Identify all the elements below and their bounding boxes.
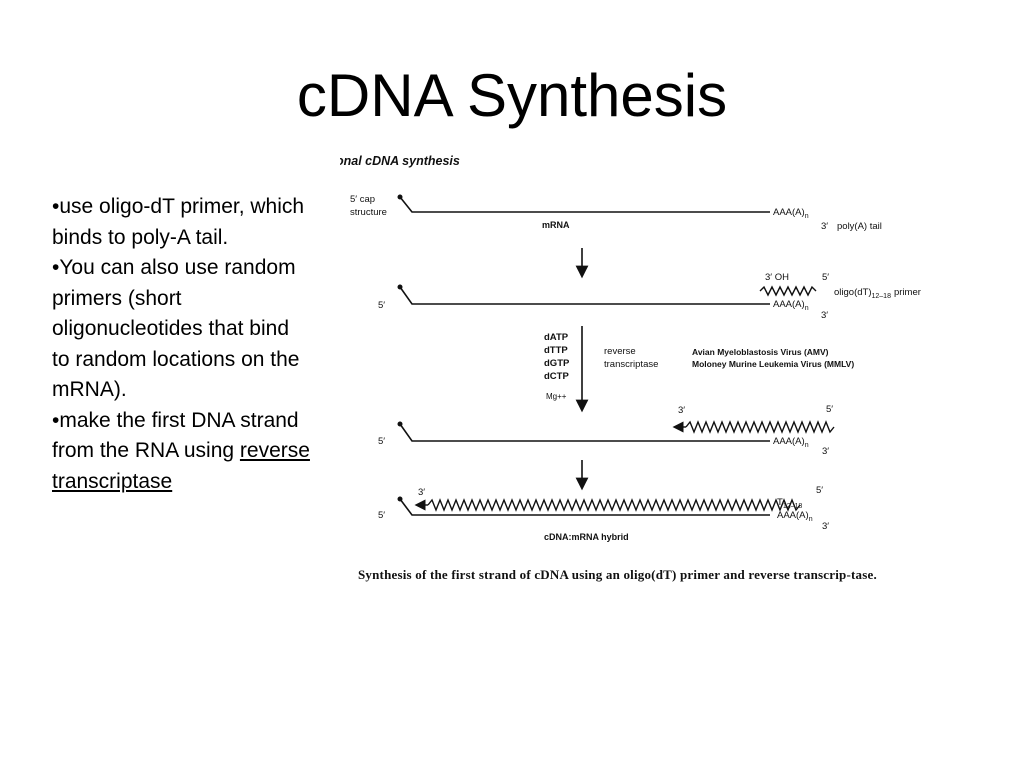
cdna-synthesis-diagram: Traditional cDNA synthesis 5′ cap struct… — [340, 154, 921, 542]
polya-tail-label: poly(A) tail — [837, 221, 882, 232]
five-prime-label-3: 5′ — [378, 436, 385, 447]
dgtp-label: dGTP — [544, 358, 570, 369]
oligo-dt-primer-wave — [759, 285, 817, 297]
cdna-growing-strand — [672, 420, 835, 434]
dctp-label: dCTP — [544, 371, 569, 382]
primer-five-prime-label: 5′ — [822, 272, 829, 283]
datp-label: dATP — [544, 332, 569, 343]
mrna-strand-3 — [397, 421, 770, 442]
bullet-first-strand-text: •make the first DNA strand from the RNA … — [52, 408, 299, 463]
five-prime-top-label-4: 5′ — [816, 485, 823, 496]
polya-label-2: AAA(A)n — [773, 299, 809, 312]
five-prime-label-4: 5′ — [378, 510, 385, 521]
five-prime-label-2: 5′ — [378, 300, 385, 311]
cdna-full-strand — [414, 498, 801, 512]
figure-caption: Synthesis of the first strand of cDNA us… — [358, 567, 877, 582]
cap-label-line1: 5′ cap — [350, 194, 375, 205]
three-prime-top-label-4: 3′ — [418, 487, 425, 498]
hybrid-label: cDNA:mRNA hybrid — [544, 532, 629, 542]
dttp-label: dTTP — [544, 345, 568, 356]
mmlv-label: Moloney Murine Leukemia Virus (MMLV) — [692, 359, 854, 369]
reverse-label: reverse — [604, 346, 636, 357]
polya-label-1: AAA(A)n — [773, 207, 809, 220]
mg-label: Mg++ — [546, 392, 567, 401]
bullet-list: •use oligo-dT primer, which binds to pol… — [52, 192, 312, 497]
five-prime-top-label-3: 5′ — [826, 404, 833, 415]
three-prime-label-2: 3′ — [821, 310, 828, 321]
mrna-strand-4 — [397, 496, 770, 516]
bullet-oligo-dt: •use oligo-dT primer, which binds to pol… — [52, 195, 305, 249]
three-prime-label-3: 3′ — [822, 446, 829, 457]
mrna-label: mRNA — [542, 220, 570, 230]
slide-title: cDNA Synthesis — [296, 62, 728, 129]
figure-heading: Traditional cDNA synthesis — [340, 154, 460, 168]
polya-label-3: AAA(A)n — [773, 436, 809, 449]
bullet-first-strand: •make the first DNA strand from the RNA … — [52, 406, 312, 498]
oh-label: 3′ OH — [765, 272, 789, 283]
transcriptase-label: transcriptase — [604, 359, 658, 370]
t-primer-label: T12–18 — [777, 497, 802, 510]
polya-label-4: AAA(A)n — [777, 510, 813, 523]
cap-label-line2: structure — [350, 207, 387, 218]
amv-label: Avian Myeloblastosis Virus (AMV) — [692, 347, 829, 357]
bullet-random-primers: •You can also use random primers (short … — [52, 256, 300, 401]
mrna-strand-2 — [397, 284, 770, 305]
reverse-transcriptase-link: reverse transcriptase — [52, 439, 310, 493]
three-prime-label-1: 3′ — [821, 221, 828, 232]
mrna-strand-1 — [397, 194, 770, 213]
three-prime-top-label-3: 3′ — [678, 405, 685, 416]
three-prime-label-4: 3′ — [822, 521, 829, 532]
